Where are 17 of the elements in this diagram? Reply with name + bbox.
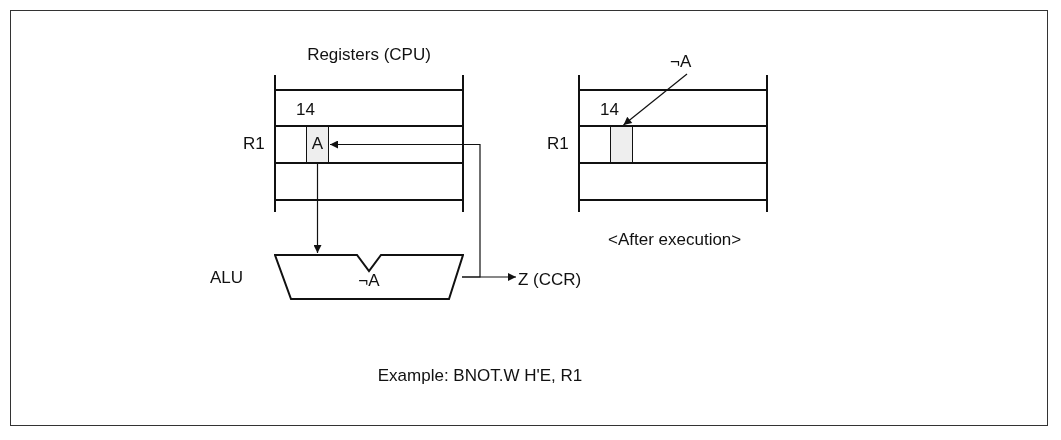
text-label: ¬A <box>670 52 700 72</box>
register-heading: Registers (CPU) <box>306 45 432 65</box>
register-name: R1 <box>243 134 265 154</box>
bit-number: 14 <box>600 100 619 120</box>
arrow <box>329 140 481 278</box>
bit-cell <box>610 126 633 163</box>
bit-cell: A <box>306 126 329 163</box>
arrow <box>313 162 322 254</box>
caption-text: <After execution> <box>608 230 742 250</box>
arrow <box>461 273 517 281</box>
caption-text: Example: BNOT.W H'E, R1 <box>376 366 584 386</box>
text-label: Z (CCR) <box>518 270 613 290</box>
arrow <box>622 73 688 126</box>
caption-text: ALU <box>210 268 244 288</box>
register-name: R1 <box>547 134 569 154</box>
bit-number: 14 <box>296 100 315 120</box>
operation-label: ¬A <box>357 271 381 291</box>
